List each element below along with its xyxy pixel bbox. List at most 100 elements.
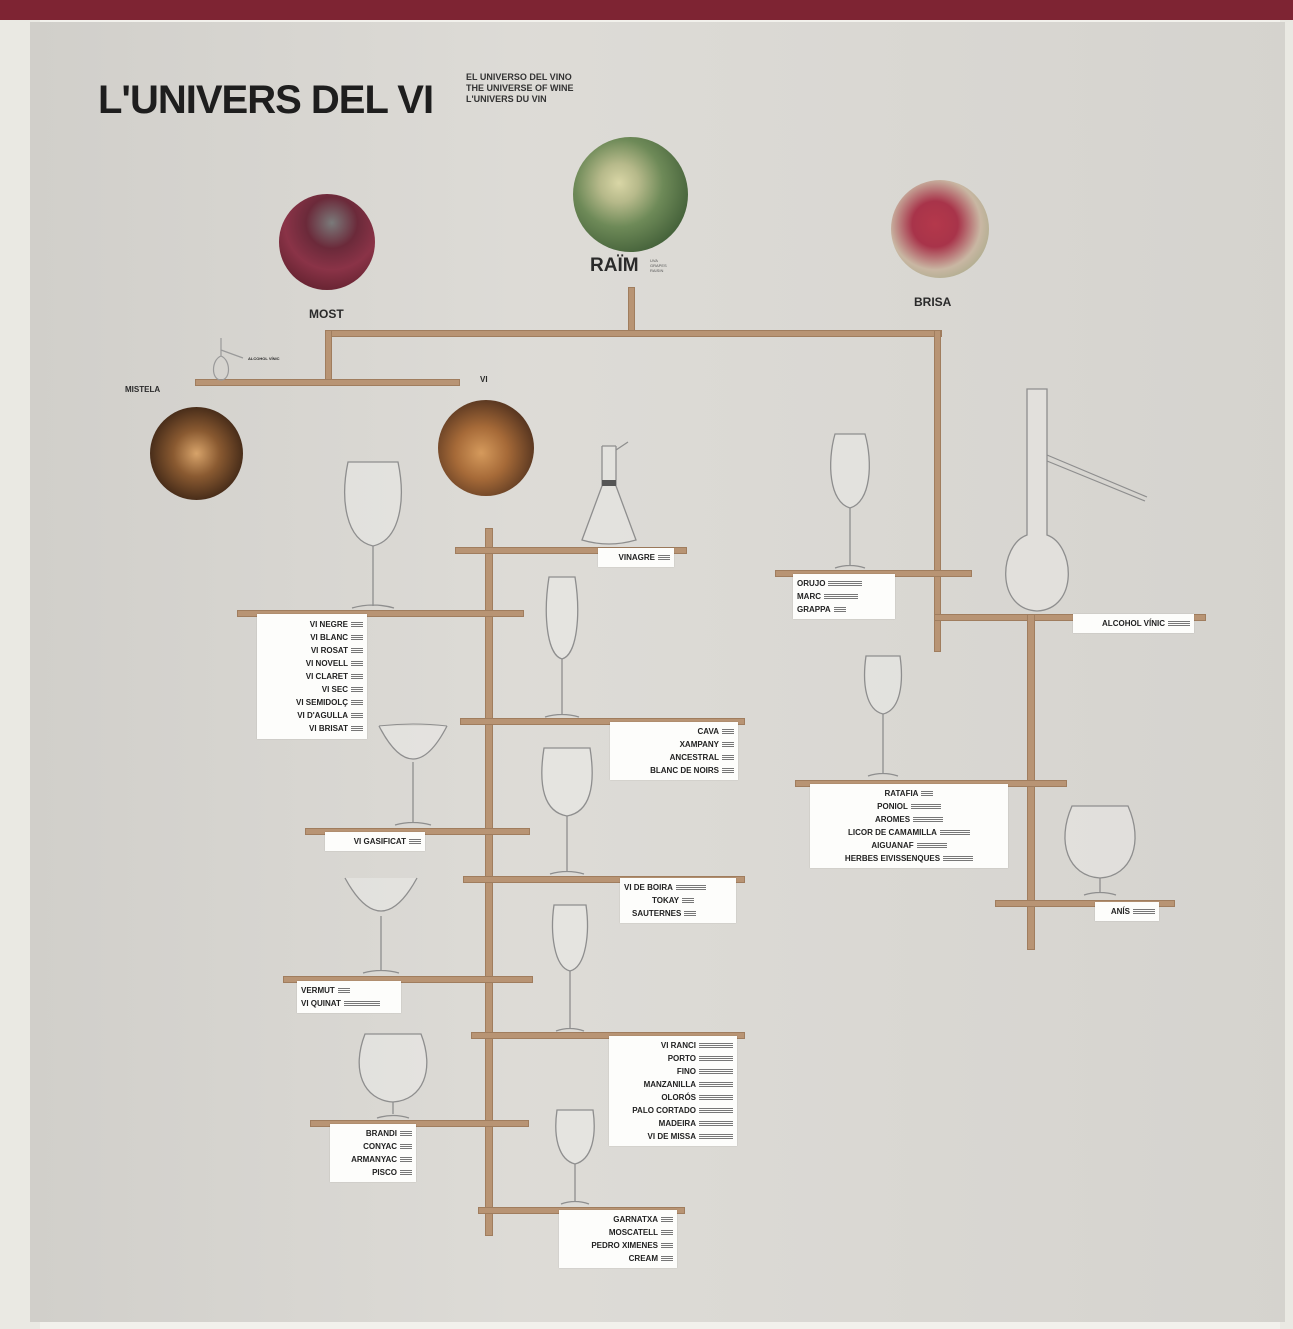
shelf-vermut <box>283 976 533 983</box>
list-item: ANÍS <box>1099 905 1155 918</box>
list-item: ARMANYAC <box>334 1153 412 1166</box>
list-item: CONYAC <box>334 1140 412 1153</box>
still-icon-small <box>212 338 244 381</box>
shelf-ranci <box>471 1032 745 1039</box>
list-item: MADEIRA <box>613 1117 733 1130</box>
shelf-boira <box>463 876 745 883</box>
list-item: VI DE BOIRA <box>624 881 732 894</box>
most-label: MOST <box>309 307 344 321</box>
list-item: VI BLANC <box>261 631 363 644</box>
card-boira: VI DE BOIRA TOKAY SAUTERNES <box>620 878 736 923</box>
card-vermut: VERMUT VI QUINAT <box>297 981 401 1013</box>
vi-label: VI <box>480 375 488 384</box>
subtitle-en: THE UNIVERSE OF WINE <box>466 83 574 93</box>
must-photo <box>279 194 375 290</box>
subtitle-es: EL UNIVERSO DEL VINO <box>466 72 572 82</box>
list-item: PEDRO XIMENES <box>563 1239 673 1252</box>
shelf-brandi <box>310 1120 529 1127</box>
list-item: VI DE MISSA <box>613 1130 733 1143</box>
raim-translations: UVA GRAPES RAISIN <box>650 258 667 273</box>
trunk-raim <box>628 287 635 333</box>
card-orujo: ORUJO MARC GRAPPA <box>793 574 895 619</box>
shelf-anis <box>995 900 1175 907</box>
list-item: ORUJO <box>797 577 891 590</box>
list-item: VERMUT <box>301 984 397 997</box>
list-item: VI NOVELL <box>261 657 363 670</box>
list-item: HERBES EIVISSENQUES <box>814 852 1004 865</box>
list-item: PISCO <box>334 1166 412 1179</box>
decanter-icon <box>581 441 637 545</box>
list-item: VI SEMIDOLÇ <box>261 696 363 709</box>
card-ratafia: RATAFIA PONIOL AROMES LICOR DE CAMAMILLA… <box>810 784 1008 868</box>
list-item: VI SEC <box>261 683 363 696</box>
card-ranci: VI RANCI PORTO FINO MANZANILLA OLORÓS PA… <box>609 1036 737 1146</box>
list-item: VI CLARET <box>261 670 363 683</box>
card-anis: ANÍS <box>1095 902 1159 921</box>
list-item: BLANC DE NOIRS <box>614 764 734 777</box>
shelf-cava <box>460 718 745 725</box>
brandy-glass-icon <box>358 1033 428 1119</box>
distillation-flask-icon <box>1005 388 1148 612</box>
list-item: VI GASIFICAT <box>329 835 421 848</box>
list-item: MANZANILLA <box>613 1078 733 1091</box>
list-item: CREAM <box>563 1252 673 1265</box>
list-item: FINO <box>613 1065 733 1078</box>
list-item: ALCOHOL VÍNIC <box>1077 617 1190 630</box>
mistela-barrels-photo <box>150 407 243 500</box>
grapes-photo <box>573 137 688 252</box>
branch-mistela-vi <box>195 379 460 386</box>
snifter-glass-icon <box>1064 805 1136 896</box>
liqueur-glass-icon <box>863 655 903 777</box>
list-item: VI QUINAT <box>301 997 397 1010</box>
list-item: ANCESTRAL <box>614 751 734 764</box>
list-item: OLORÓS <box>613 1091 733 1104</box>
mistela-label: MISTELA <box>125 385 161 394</box>
list-item: XAMPANY <box>614 738 734 751</box>
wine-barrels-photo <box>438 400 534 496</box>
tulip-glass-icon <box>830 433 870 569</box>
branch-left-drop <box>325 330 332 382</box>
card-gasificat: VI GASIFICAT <box>325 832 425 851</box>
list-item: VINAGRE <box>602 551 670 564</box>
dessert-wine-glass-icon <box>555 1109 595 1205</box>
sherry-glass-icon <box>551 904 589 1032</box>
list-item: TOKAY <box>624 894 732 907</box>
subtitle-fr: L'UNIVERS DU VIN <box>466 94 547 104</box>
shelf-vins <box>237 610 524 617</box>
card-garnatxa: GARNATXA MOSCATELL PEDRO XIMENES CREAM <box>559 1210 677 1268</box>
list-item: PALO CORTADO <box>613 1104 733 1117</box>
card-vins: VI NEGRE VI BLANC VI ROSAT VI NOVELL VI … <box>257 614 367 739</box>
list-item: VI RANCI <box>613 1039 733 1052</box>
card-alcohol-vinic: ALCOHOL VÍNIC <box>1073 614 1194 633</box>
shelf-alcohol <box>934 614 1206 621</box>
list-item: AIGUANAF <box>814 839 1004 852</box>
top-banner <box>0 0 1293 20</box>
subtitle-block: EL UNIVERSO DEL VINO THE UNIVERSE OF WIN… <box>466 72 574 105</box>
coupe-glass-icon <box>378 723 448 826</box>
pomace-photo <box>891 180 989 278</box>
martini-glass-icon <box>344 877 418 974</box>
list-item: VI NEGRE <box>261 618 363 631</box>
list-item: VI BRISAT <box>261 722 363 735</box>
list-item: GARNATXA <box>563 1213 673 1226</box>
shelf-vinagre <box>455 547 687 554</box>
branch-right-drop <box>934 330 941 652</box>
red-wine-glass-icon <box>344 461 402 609</box>
list-item: MARC <box>797 590 891 603</box>
alcohol-vinic-small-label: ALCOHOL VÍNIC <box>248 356 280 361</box>
list-item: PORTO <box>613 1052 733 1065</box>
branch-top <box>325 330 942 337</box>
list-item: VI ROSAT <box>261 644 363 657</box>
list-item: GRAPPA <box>797 603 891 616</box>
card-vinagre: VINAGRE <box>598 548 674 567</box>
list-item: AROMES <box>814 813 1004 826</box>
flute-glass-icon <box>544 576 580 718</box>
list-item: LICOR DE CAMAMILLA <box>814 826 1004 839</box>
brisa-label: BRISA <box>914 295 952 309</box>
list-item: SAUTERNES <box>624 907 732 920</box>
aroma-glass-icon <box>541 747 593 875</box>
card-brandi: BRANDI CONYAC ARMANYAC PISCO <box>330 1124 416 1182</box>
list-item: RATAFIA <box>814 787 1004 800</box>
list-item: MOSCATELL <box>563 1226 673 1239</box>
list-item: BRANDI <box>334 1127 412 1140</box>
